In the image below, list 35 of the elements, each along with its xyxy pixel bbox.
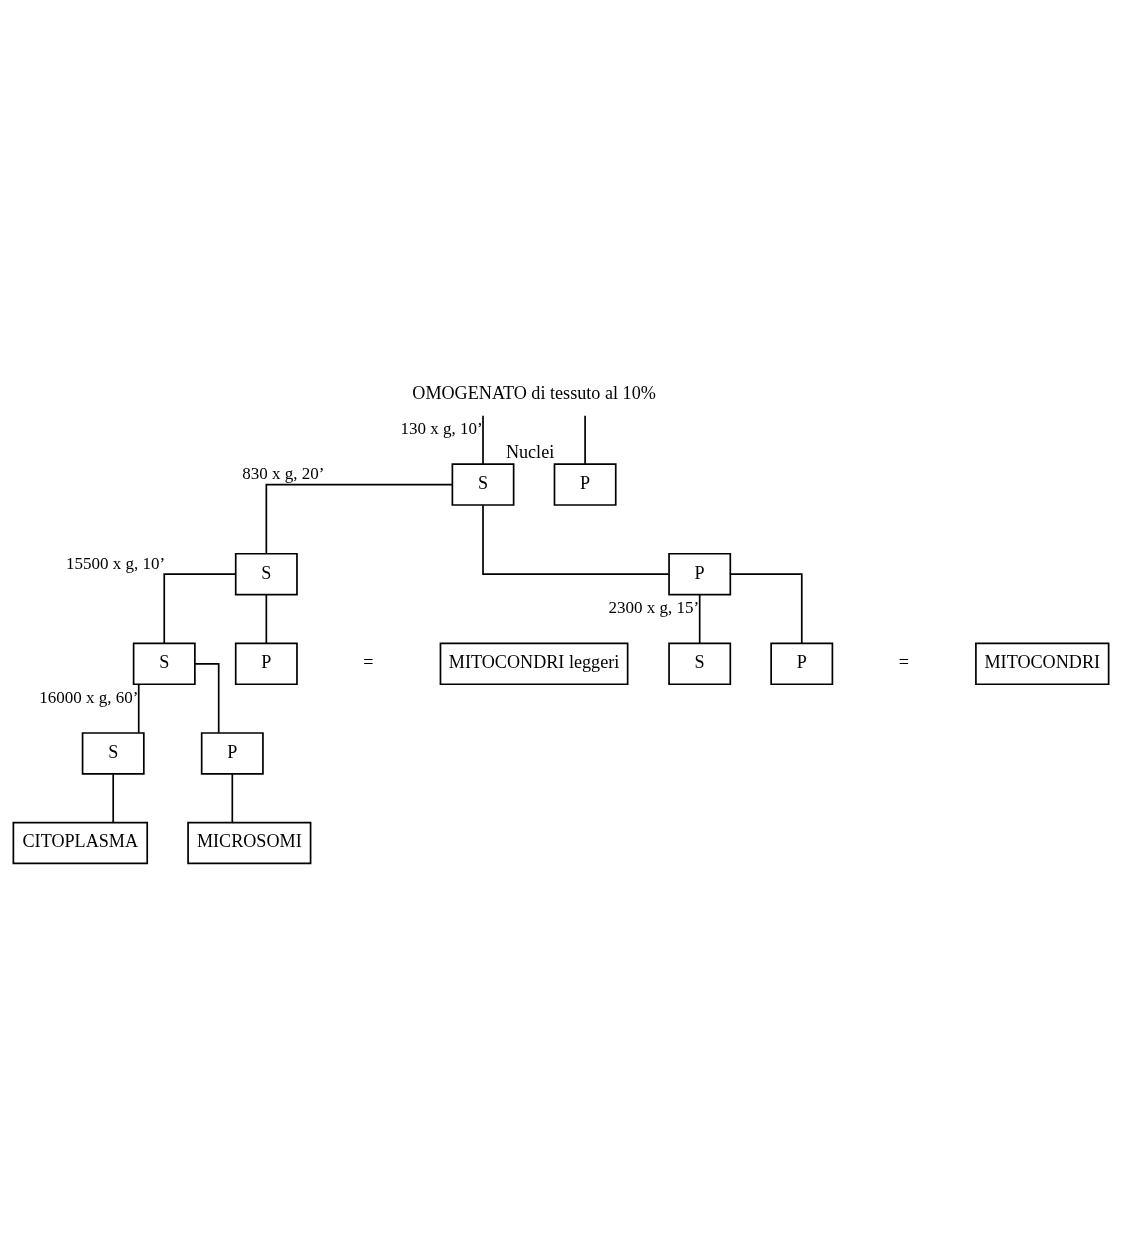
- node-box: S: [668, 642, 732, 685]
- connector: [194, 662, 220, 733]
- node-box: MITOCONDRI: [975, 642, 1110, 685]
- connector: [482, 504, 670, 575]
- node-text: OMOGENATO di tessuto al 10%: [412, 382, 656, 403]
- node-box: CITOPLASMA: [12, 821, 149, 864]
- node-box: P: [770, 642, 834, 685]
- connector: [729, 572, 803, 644]
- node-box: S: [451, 462, 515, 506]
- node-box: P: [234, 642, 298, 685]
- connector: [112, 772, 115, 823]
- edge-label: 130 x g, 10’: [400, 418, 483, 438]
- label: =: [898, 651, 909, 672]
- label: =: [363, 651, 374, 672]
- edge-label: 2300 x g, 15’: [608, 597, 700, 617]
- node-box: P: [553, 462, 617, 506]
- connector: [163, 572, 237, 644]
- node-box: MICROSOMI: [187, 821, 312, 864]
- node-box: P: [200, 731, 264, 775]
- node-box: S: [81, 731, 145, 775]
- edge-label: 830 x g, 20’: [242, 463, 325, 483]
- connector: [698, 593, 701, 644]
- node-box: MITOCONDRI leggeri: [439, 642, 629, 685]
- node-label: Nuclei: [505, 441, 555, 462]
- connector: [265, 483, 453, 554]
- connector: [482, 414, 484, 465]
- connector: [231, 772, 234, 823]
- connector: [265, 593, 268, 644]
- node-box: S: [132, 642, 196, 685]
- connector: [584, 414, 586, 465]
- node-box: S: [234, 552, 298, 595]
- edge-label: 15500 x g, 10’: [66, 553, 166, 573]
- edge-label: 16000 x g, 60’: [39, 687, 139, 707]
- node-box: P: [668, 552, 732, 595]
- connector: [137, 683, 140, 734]
